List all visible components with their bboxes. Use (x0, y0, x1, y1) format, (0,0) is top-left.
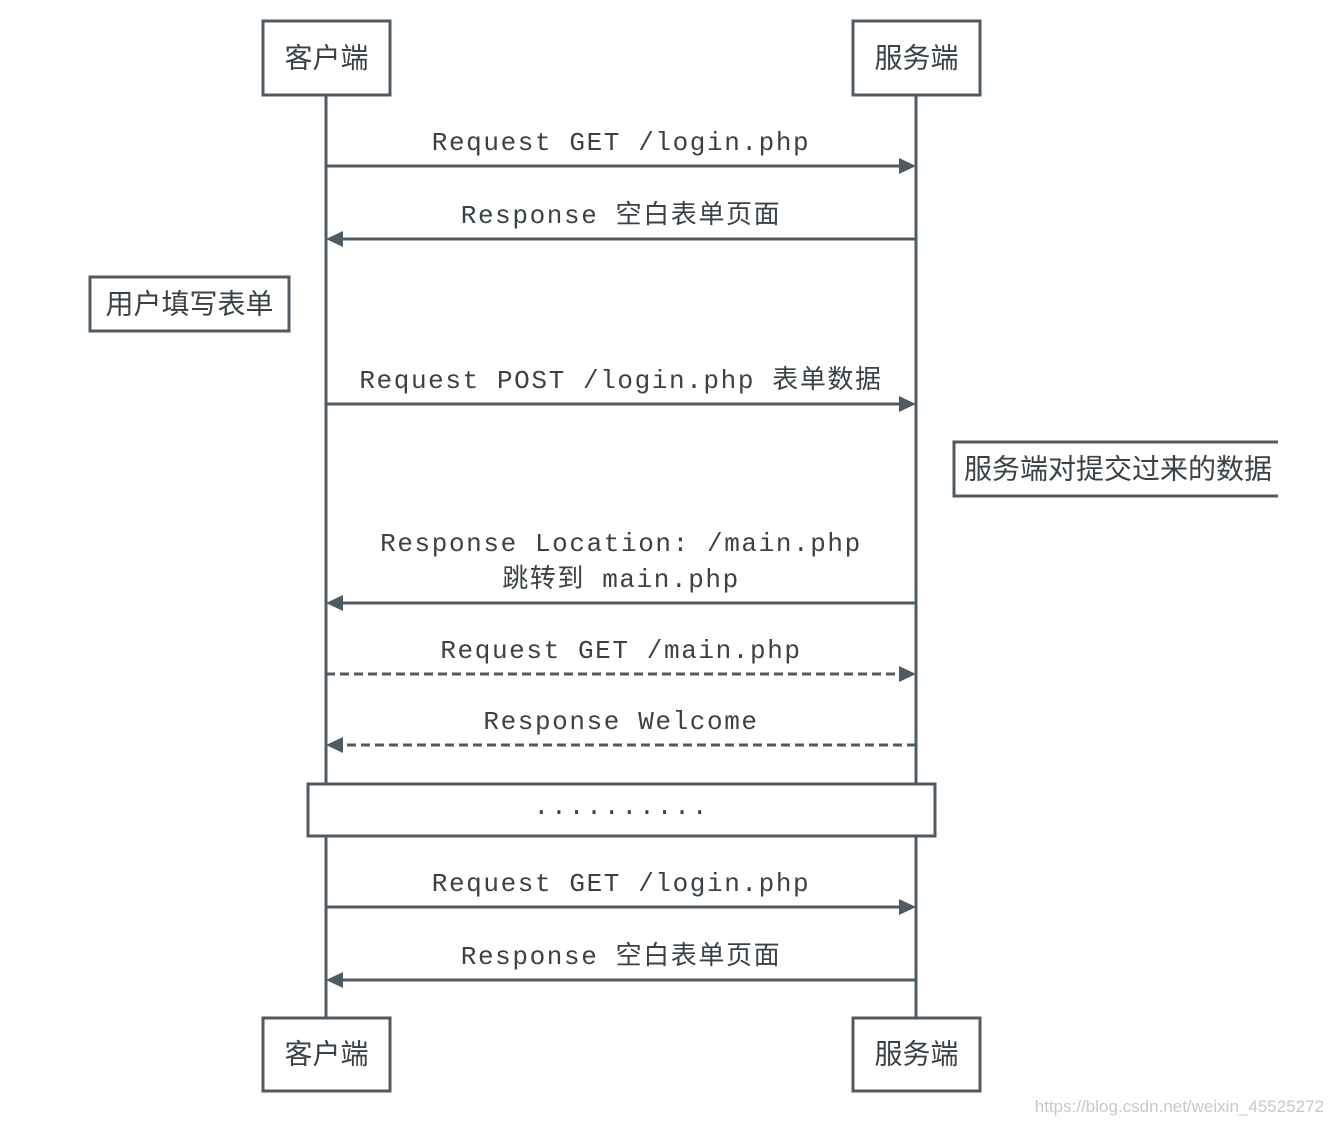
message-3: Request POST /login.php 表单数据 (326, 365, 916, 412)
message-8: Response 空白表单页面 (326, 941, 916, 988)
client-note-label: 用户填写表单 (105, 288, 273, 321)
message-4-label-line-1: Response Location: /main.php (380, 529, 862, 559)
client-actor-bottom: 客户端 (261, 1016, 392, 1093)
client-note: 用户填写表单 (88, 275, 291, 333)
message-7-label: Request GET /login.php (432, 869, 810, 899)
message-8-label: Response 空白表单页面 (461, 941, 781, 972)
message-8-arrow-head (326, 972, 343, 988)
message-2-arrow-head (326, 231, 343, 247)
message-2-label: Response 空白表单页面 (461, 200, 781, 231)
message-1-arrow-head (899, 158, 916, 174)
message-6-arrow-head (326, 737, 343, 753)
client-actor-top: 客户端 (261, 19, 392, 97)
server-actor-top-label: 服务端 (874, 42, 958, 75)
message-3-arrow-head (899, 396, 916, 412)
message-5: Request GET /main.php (326, 636, 916, 682)
ellipsis-frame: .......... (306, 782, 937, 838)
message-1-label: Request GET /login.php (432, 128, 810, 158)
message-1: Request GET /login.php (326, 128, 916, 174)
message-4-arrow-head (326, 595, 343, 611)
message-7: Request GET /login.php (326, 869, 916, 915)
server-actor-top: 服务端 (851, 19, 982, 97)
message-4: Response Location: /main.php 跳转到 main.php (326, 529, 916, 611)
ellipsis-label: .......... (533, 792, 709, 822)
message-6: Response Welcome (326, 707, 916, 753)
server-note-label: 服务端对提交过来的数据 (964, 453, 1272, 486)
client-actor-bottom-label: 客户端 (284, 1038, 368, 1071)
message-6-label: Response Welcome (483, 707, 758, 737)
watermark-text: https://blog.csdn.net/weixin_45525272 (1035, 1097, 1324, 1116)
server-note: 服务端对提交过来的数据 (952, 440, 1278, 498)
client-actor-top-label: 客户端 (284, 42, 368, 75)
message-3-label: Request POST /login.php 表单数据 (359, 365, 882, 396)
message-5-arrow-head (899, 666, 916, 682)
message-5-label: Request GET /main.php (440, 636, 801, 666)
message-4-label-line-2: 跳转到 main.php (502, 564, 740, 595)
server-actor-bottom: 服务端 (851, 1016, 982, 1093)
message-7-arrow-head (899, 899, 916, 915)
server-actor-bottom-label: 服务端 (874, 1038, 958, 1071)
message-2: Response 空白表单页面 (326, 200, 916, 247)
